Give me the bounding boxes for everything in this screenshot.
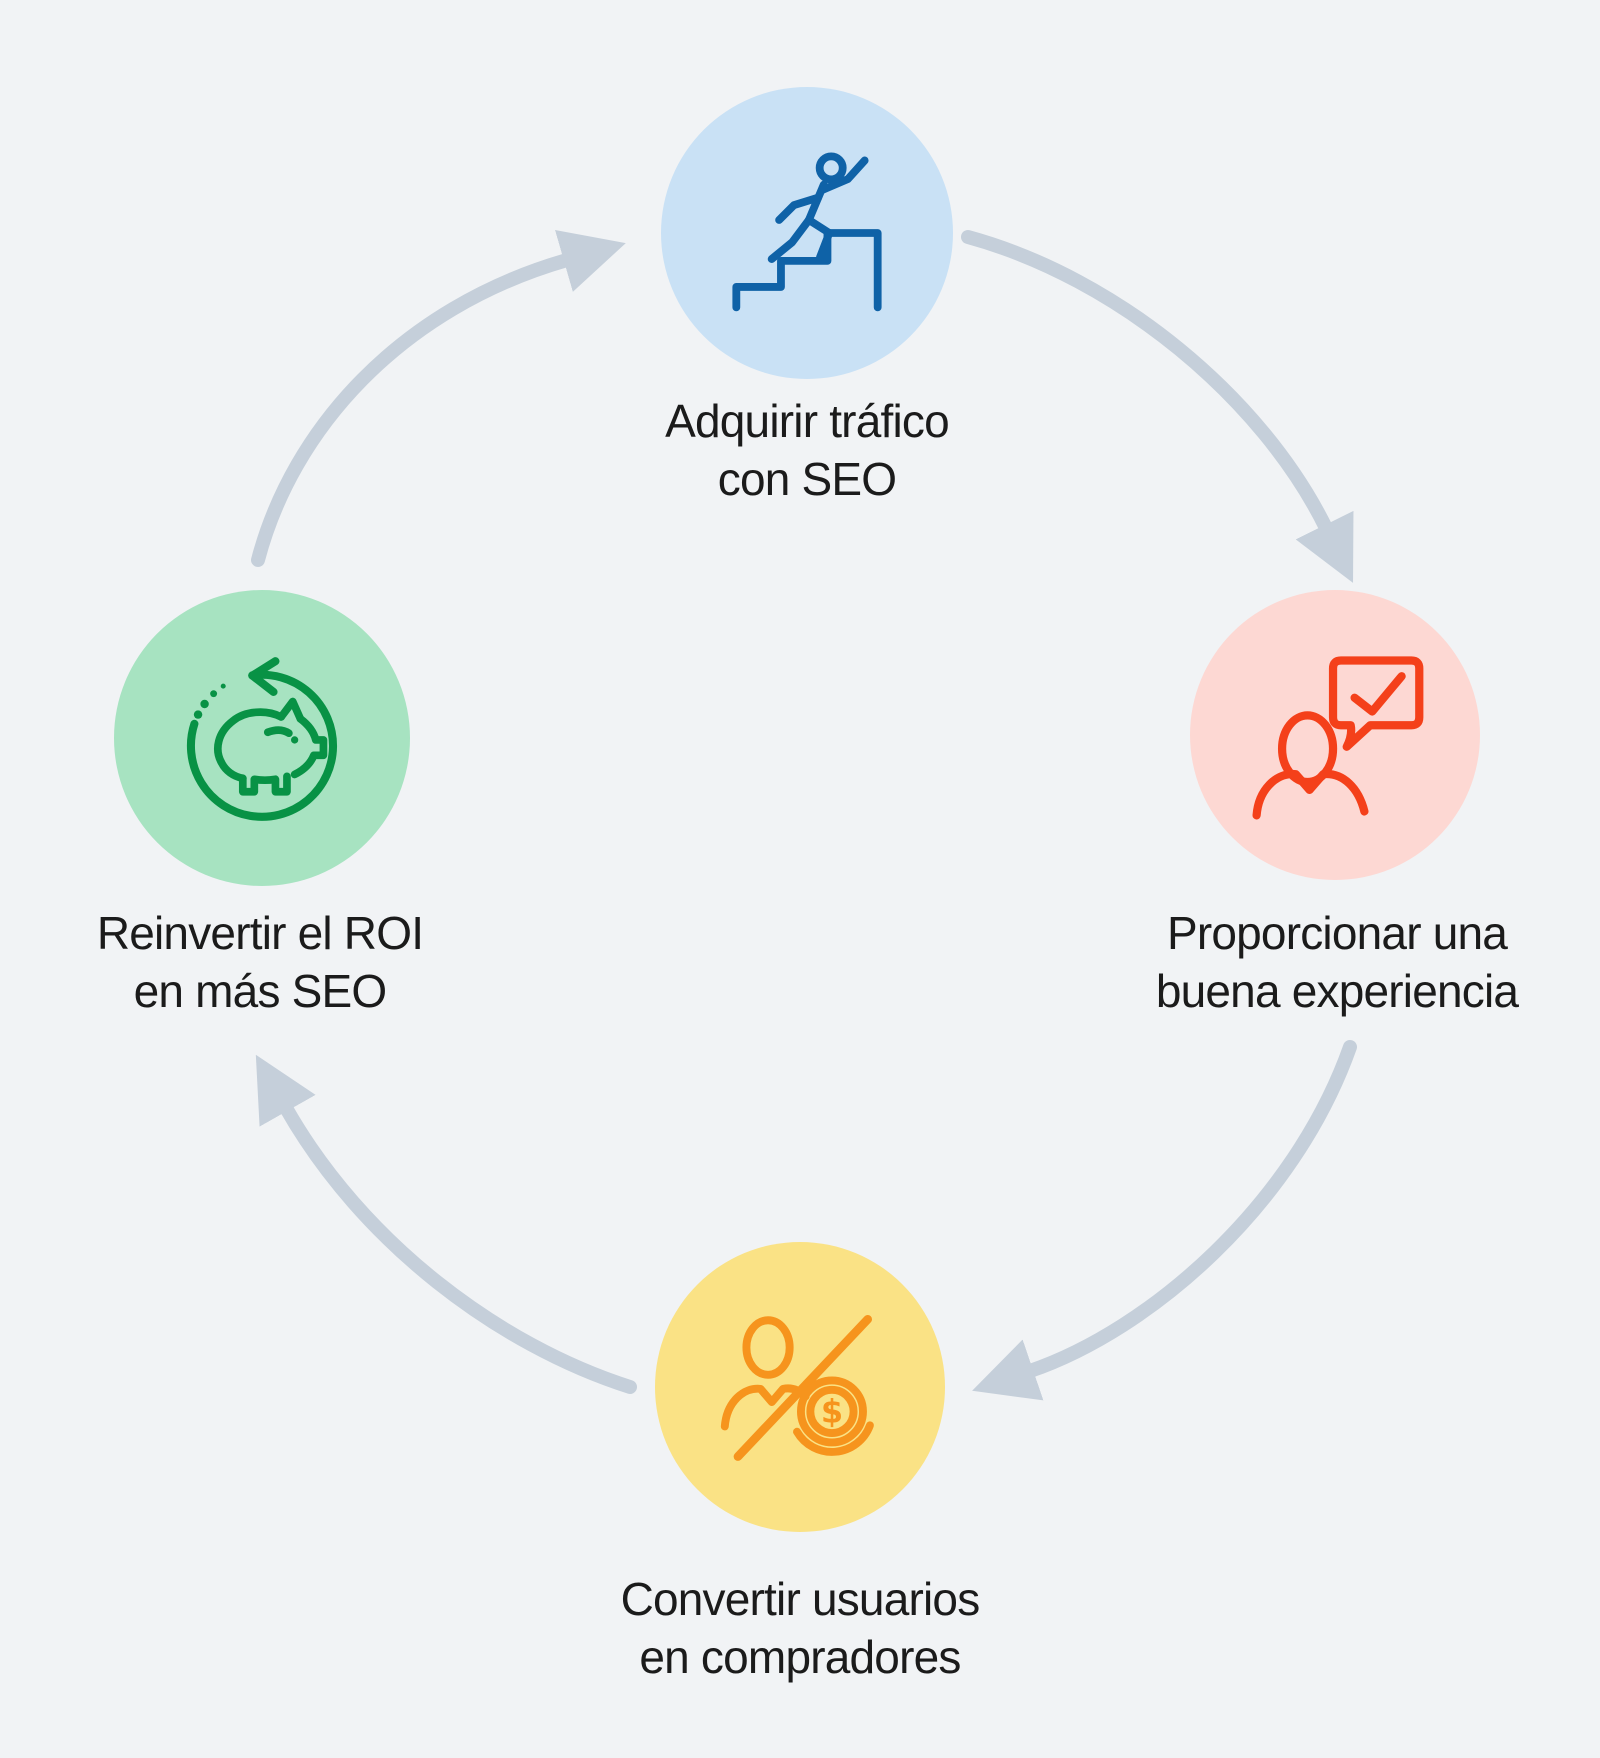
user-slash-dollar-icon: $ [720, 1314, 874, 1461]
label-acquire-traffic-line1: Adquirir tráfico [665, 395, 950, 447]
label-acquire-traffic-line2: con SEO [717, 453, 897, 505]
dollar-sign: $ [821, 1393, 843, 1431]
node-convert-users-circle: $ [655, 1242, 945, 1532]
label-convert-users-line1: Convertir usuarios [620, 1573, 981, 1625]
label-good-experience-line1: Proporcionar una [1166, 907, 1508, 959]
label-convert-users: Convertir usuarios en compradores [490, 1570, 1110, 1686]
label-reinvest-roi: Reinvertir el ROI en más SEO [0, 904, 570, 1020]
label-convert-users-line2: en compradores [639, 1631, 961, 1683]
arrow-right-to-bottom [972, 1040, 1357, 1401]
label-reinvest-roi-line1: Reinvertir el ROI [96, 907, 424, 959]
label-acquire-traffic: Adquirir tráfico con SEO [497, 392, 1117, 508]
label-good-experience-line2: buena experiencia [1155, 965, 1519, 1017]
node-acquire-traffic-circle [661, 87, 953, 379]
runner-up-steps-icon [732, 152, 882, 312]
pig-eye [290, 736, 299, 744]
node-good-experience-circle [1190, 590, 1480, 880]
coin-trail-dots [193, 683, 226, 719]
label-reinvest-roi-line2: en más SEO [133, 965, 388, 1017]
node-reinvest-roi-circle [114, 590, 410, 886]
piggy-bank-cycle-icon [186, 657, 337, 821]
person-feedback-check-icon [1252, 656, 1424, 820]
arrow-bottom-to-left [255, 1054, 637, 1394]
label-good-experience: Proporcionar una buena experiencia [1027, 904, 1600, 1020]
